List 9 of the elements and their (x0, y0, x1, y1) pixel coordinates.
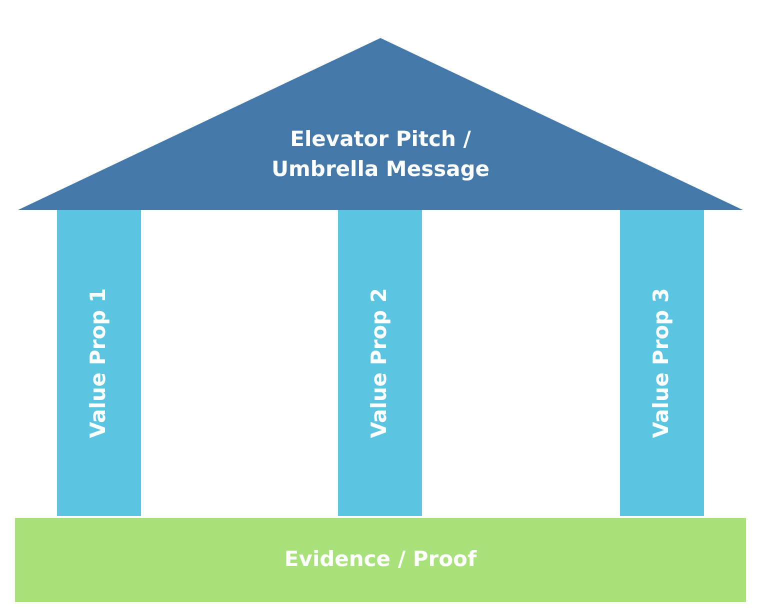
pillar (57, 210, 141, 516)
pillar-label: Value Prop 1 (85, 288, 112, 438)
roof-label: Elevator Pitch / Umbrella Message (270, 126, 491, 183)
pillar-label: Value Prop 2 (366, 288, 392, 438)
pillar (620, 210, 704, 516)
pillar-label: Value Prop 3 (648, 288, 674, 438)
pillar (338, 210, 422, 516)
base-slab (15, 518, 746, 602)
base-label: Evidence / Proof (284, 546, 477, 574)
